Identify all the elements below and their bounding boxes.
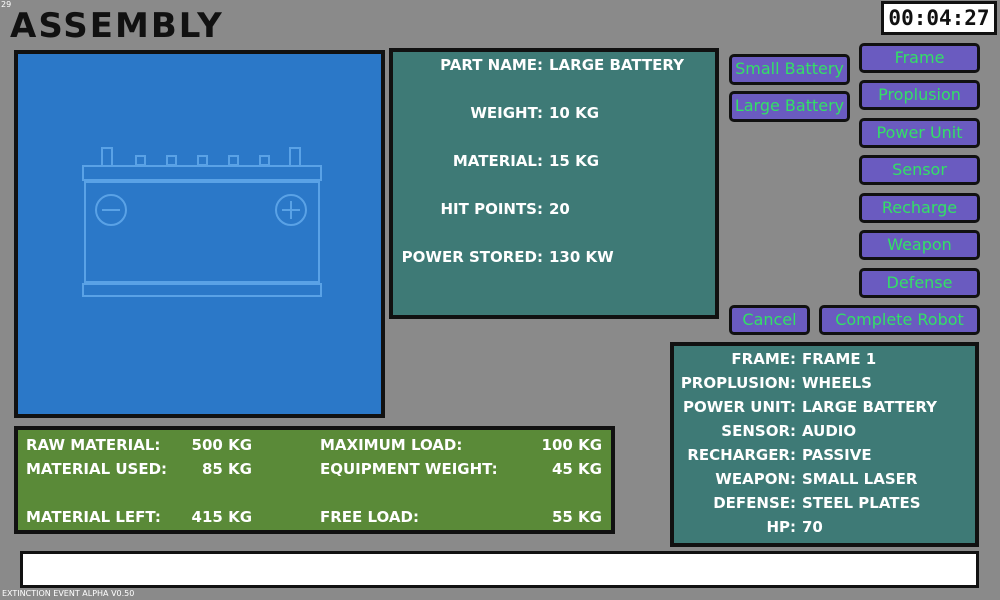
category-weapon-button[interactable]: Weapon bbox=[859, 230, 980, 260]
material-stats-panel: RAW MATERIAL: 500 KG MATERIAL USED: 85 K… bbox=[14, 426, 615, 534]
power-stored-row: POWER STORED: 130 KW bbox=[402, 248, 699, 266]
weight-value: 10 KG bbox=[549, 104, 600, 122]
power-stored-value: 130 KW bbox=[549, 248, 614, 266]
summary-label: HP: bbox=[766, 518, 796, 536]
part-name-row: PART NAME: LARGE BATTERY bbox=[440, 56, 699, 74]
summary-value: WHEELS bbox=[802, 374, 872, 392]
summary-label: WEAPON: bbox=[715, 470, 796, 488]
summary-row-recharger: RECHARGER: PASSIVE bbox=[674, 446, 975, 464]
summary-label: RECHARGER: bbox=[687, 446, 796, 464]
summary-row-frame: FRAME: FRAME 1 bbox=[674, 350, 975, 368]
robot-summary-panel: FRAME: FRAME 1 PROPLUSION: WHEELS POWER UN… bbox=[670, 342, 979, 547]
equipment-weight-value: 45 KG bbox=[551, 460, 602, 478]
category-proplusion-button[interactable]: Proplusion bbox=[859, 80, 980, 110]
material-left-label: MATERIAL LEFT: bbox=[26, 508, 161, 526]
summary-row-defense: DEFENSE: STEEL PLATES bbox=[674, 494, 975, 512]
message-bar bbox=[20, 551, 979, 588]
hit-points-value: 20 bbox=[549, 200, 570, 218]
summary-label: SENSOR: bbox=[721, 422, 796, 440]
summary-value: FRAME 1 bbox=[802, 350, 877, 368]
category-sensor-button[interactable]: Sensor bbox=[859, 155, 980, 185]
summary-row-power-unit: POWER UNIT: LARGE BATTERY bbox=[674, 398, 975, 416]
summary-label: FRAME: bbox=[731, 350, 796, 368]
raw-material-label: RAW MATERIAL: bbox=[26, 436, 161, 454]
material-row: MATERIAL: 15 KG bbox=[453, 152, 699, 170]
free-load-label: FREE LOAD: bbox=[320, 508, 419, 526]
material-value: 15 KG bbox=[549, 152, 600, 170]
part-name-value: LARGE BATTERY bbox=[549, 56, 685, 74]
power-stored-label: POWER STORED: bbox=[401, 248, 543, 266]
battery-blueprint-icon bbox=[82, 147, 322, 297]
category-recharge-button[interactable]: Recharge bbox=[859, 193, 980, 223]
fps-counter: 29 bbox=[1, 0, 12, 9]
category-frame-button[interactable]: Frame bbox=[859, 43, 980, 73]
page-title: ASSEMBLY bbox=[10, 6, 224, 46]
summary-row-sensor: SENSOR: AUDIO bbox=[674, 422, 975, 440]
material-used-label: MATERIAL USED: bbox=[26, 460, 168, 478]
raw-material-value: 500 KG bbox=[191, 436, 252, 454]
game-timer: 00:04:27 bbox=[881, 1, 997, 35]
cancel-button[interactable]: Cancel bbox=[729, 305, 810, 335]
option-large-battery-button[interactable]: Large Battery bbox=[729, 91, 850, 122]
summary-value: STEEL PLATES bbox=[802, 494, 921, 512]
part-preview bbox=[14, 50, 385, 418]
summary-value: 70 bbox=[802, 518, 823, 536]
summary-row-weapon: WEAPON: SMALL LASER bbox=[674, 470, 975, 488]
part-name-label: PART NAME: bbox=[440, 56, 543, 74]
category-defense-button[interactable]: Defense bbox=[859, 268, 980, 298]
material-label: MATERIAL: bbox=[452, 152, 543, 170]
hit-points-row: HIT POINTS: 20 bbox=[440, 200, 699, 218]
summary-value: SMALL LASER bbox=[802, 470, 918, 488]
complete-robot-button[interactable]: Complete Robot bbox=[819, 305, 980, 335]
summary-label: POWER UNIT: bbox=[682, 398, 796, 416]
max-load-value: 100 KG bbox=[541, 436, 602, 454]
summary-row-proplusion: PROPLUSION: WHEELS bbox=[674, 374, 975, 392]
summary-label: DEFENSE: bbox=[713, 494, 796, 512]
summary-value: PASSIVE bbox=[802, 446, 872, 464]
material-used-value: 85 KG bbox=[201, 460, 252, 478]
equipment-weight-label: EQUIPMENT WEIGHT: bbox=[320, 460, 498, 478]
max-load-label: MAXIMUM LOAD: bbox=[320, 436, 463, 454]
summary-value: AUDIO bbox=[802, 422, 857, 440]
weight-label: WEIGHT: bbox=[470, 104, 543, 122]
free-load-value: 55 KG bbox=[551, 508, 602, 526]
material-left-value: 415 KG bbox=[191, 508, 252, 526]
hit-points-label: HIT POINTS: bbox=[440, 200, 543, 218]
option-small-battery-button[interactable]: Small Battery bbox=[729, 54, 850, 85]
summary-row-hp: HP: 70 bbox=[674, 518, 975, 536]
summary-value: LARGE BATTERY bbox=[802, 398, 938, 416]
weight-row: WEIGHT: 10 KG bbox=[470, 104, 699, 122]
category-power-unit-button[interactable]: Power Unit bbox=[859, 118, 980, 148]
part-info-panel: PART NAME: LARGE BATTERY WEIGHT: 10 KG MAT… bbox=[389, 48, 719, 319]
summary-label: PROPLUSION: bbox=[680, 374, 796, 392]
version-label: EXTINCTION EVENT ALPHA V0.50 bbox=[2, 589, 135, 598]
